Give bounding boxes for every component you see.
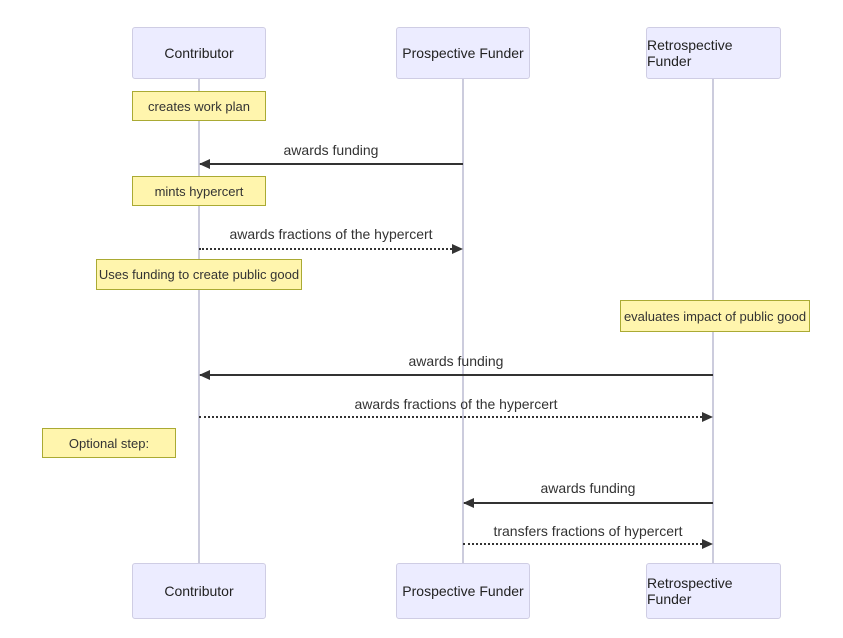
actor-bottom-retrospective-funder: Retrospective Funder bbox=[646, 563, 781, 619]
note-optional-step: Optional step: bbox=[42, 428, 176, 458]
actor-label: Contributor bbox=[164, 583, 234, 599]
message-label: awards funding bbox=[283, 142, 379, 158]
note-uses-funding: Uses funding to create public good bbox=[96, 259, 302, 290]
message-line-dashed bbox=[463, 543, 702, 545]
actor-label: Prospective Funder bbox=[402, 583, 524, 599]
arrowhead-left-icon bbox=[199, 370, 210, 380]
note-text: Optional step: bbox=[68, 435, 150, 451]
note-evaluates-impact: evaluates impact of public good bbox=[620, 300, 810, 332]
actor-label: Prospective Funder bbox=[402, 45, 524, 61]
actor-bottom-contributor: Contributor bbox=[132, 563, 266, 619]
actor-label: Retrospective Funder bbox=[647, 575, 733, 607]
message-line-dashed bbox=[199, 248, 452, 250]
message-label: awards funding bbox=[408, 353, 504, 369]
message-label: awards fractions of the hypercert bbox=[229, 226, 433, 242]
message-line-dashed bbox=[199, 416, 702, 418]
actor-top-prospective-funder: Prospective Funder bbox=[396, 27, 530, 79]
message-line-solid bbox=[464, 502, 713, 504]
actor-label: Contributor bbox=[164, 45, 234, 61]
note-text: creates work plan bbox=[148, 98, 250, 114]
actor-top-retrospective-funder: Retrospective Funder bbox=[646, 27, 781, 79]
lifeline-contributor bbox=[198, 79, 200, 564]
note-text: mints hypercert bbox=[154, 183, 244, 199]
actor-bottom-prospective-funder: Prospective Funder bbox=[396, 563, 530, 619]
arrowhead-left-icon bbox=[199, 159, 210, 169]
message-line-solid bbox=[200, 374, 713, 376]
note-creates-work-plan: creates work plan bbox=[132, 91, 266, 121]
arrowhead-right-icon bbox=[702, 539, 713, 549]
message-label: awards fractions of the hypercert bbox=[354, 396, 558, 412]
message-line-solid bbox=[200, 163, 463, 165]
actor-top-contributor: Contributor bbox=[132, 27, 266, 79]
note-text: Uses funding to create public good bbox=[98, 267, 300, 282]
arrowhead-right-icon bbox=[452, 244, 463, 254]
note-mints-hypercert: mints hypercert bbox=[132, 176, 266, 206]
arrowhead-right-icon bbox=[702, 412, 713, 422]
message-label: awards funding bbox=[540, 480, 636, 496]
message-label: transfers fractions of hypercert bbox=[493, 523, 683, 539]
arrowhead-left-icon bbox=[463, 498, 474, 508]
note-text: evaluates impact of public good bbox=[623, 308, 807, 324]
actor-label: Retrospective Funder bbox=[647, 37, 733, 69]
lifeline-prospective-funder bbox=[462, 79, 464, 564]
